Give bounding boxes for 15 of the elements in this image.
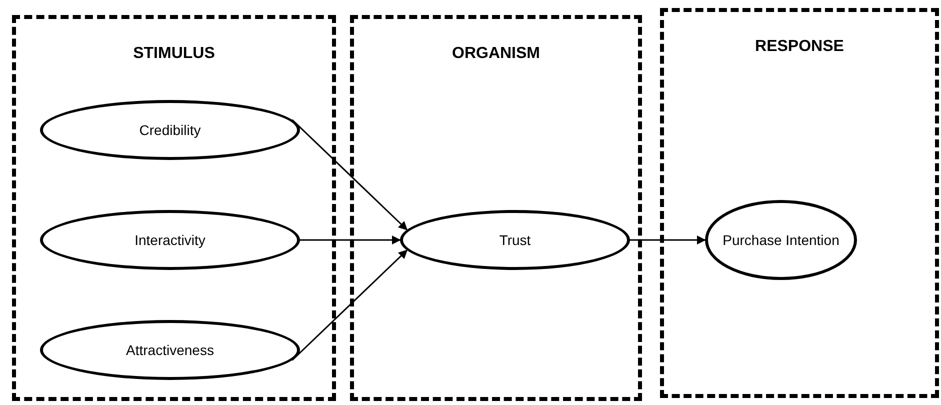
node-label: Purchase Intention <box>722 230 840 250</box>
arrow <box>630 236 706 244</box>
group-heading: ORGANISM <box>451 45 541 63</box>
dashed-group-box <box>660 8 939 398</box>
node-label: Interactivity <box>134 230 206 250</box>
group-heading: STIMULUS <box>132 45 216 63</box>
arrow <box>292 119 408 230</box>
node-label: Trust <box>499 230 531 250</box>
arrow <box>292 250 408 361</box>
node-label: Credibility <box>139 120 201 140</box>
group-heading: RESPONSE <box>754 38 845 56</box>
dashed-group-box <box>350 15 642 401</box>
dashed-group-box <box>12 15 336 401</box>
node-label: Attractiveness <box>126 340 214 360</box>
arrow <box>300 236 401 244</box>
